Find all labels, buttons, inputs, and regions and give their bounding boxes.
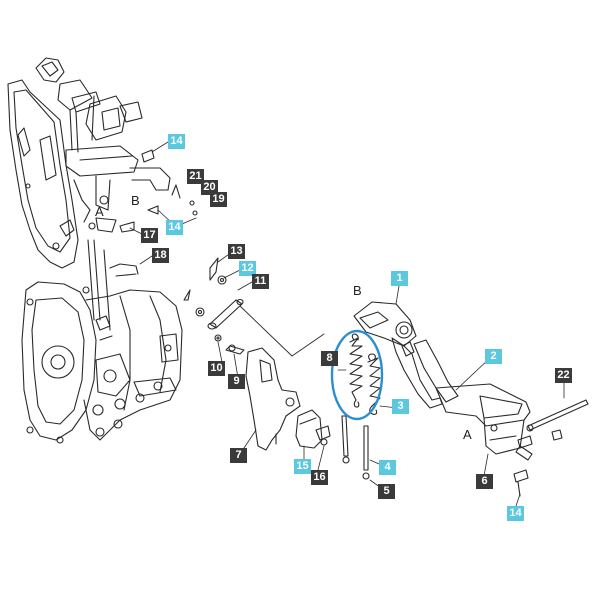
hardware-bolts-right <box>513 429 563 497</box>
callout-part-12[interactable]: 12 <box>239 261 256 276</box>
callout-part-9[interactable]: 9 <box>228 374 245 389</box>
ref-letter-b-right: B <box>353 283 362 298</box>
transmission-housing <box>7 57 183 444</box>
callout-part-3[interactable]: 3 <box>392 399 409 414</box>
ref-letter-a-right: A <box>463 427 472 442</box>
pedal-assembly <box>353 301 531 455</box>
callout-part-19[interactable]: 19 <box>210 192 227 207</box>
callout-part-14-mid[interactable]: 14 <box>166 220 183 235</box>
pedal-rod <box>526 399 589 432</box>
callout-part-2[interactable]: 2 <box>485 349 502 364</box>
callout-part-11[interactable]: 11 <box>252 274 269 289</box>
return-springs <box>330 329 384 480</box>
callout-part-14-top[interactable]: 14 <box>168 134 185 149</box>
callout-leaders <box>129 141 565 507</box>
selection-highlight <box>330 329 384 421</box>
callout-part-5[interactable]: 5 <box>378 484 395 499</box>
callout-part-4[interactable]: 4 <box>379 460 396 475</box>
callout-part-10[interactable]: 10 <box>208 361 225 376</box>
callout-part-14-bottom[interactable]: 14 <box>507 506 524 521</box>
callout-part-15[interactable]: 15 <box>294 459 311 474</box>
mounting-bracket <box>245 347 301 451</box>
stopper-block <box>295 409 331 449</box>
callout-part-6[interactable]: 6 <box>476 474 493 489</box>
assembly-leader-line <box>239 305 325 357</box>
callout-part-20[interactable]: 20 <box>201 180 218 195</box>
ref-letter-a-left: A <box>95 204 104 219</box>
callout-part-16[interactable]: 16 <box>311 470 328 485</box>
callout-part-7[interactable]: 7 <box>230 448 247 463</box>
callout-part-13[interactable]: 13 <box>228 244 245 259</box>
callout-part-22[interactable]: 22 <box>555 368 572 383</box>
callout-part-1[interactable]: 1 <box>391 271 408 286</box>
callout-part-18[interactable]: 18 <box>152 248 169 263</box>
callout-part-8[interactable]: 8 <box>321 351 338 366</box>
callout-part-17[interactable]: 17 <box>141 228 158 243</box>
center-small-parts <box>183 257 245 355</box>
ref-letter-b-left: B <box>131 193 140 208</box>
callout-part-21[interactable]: 21 <box>187 169 204 184</box>
